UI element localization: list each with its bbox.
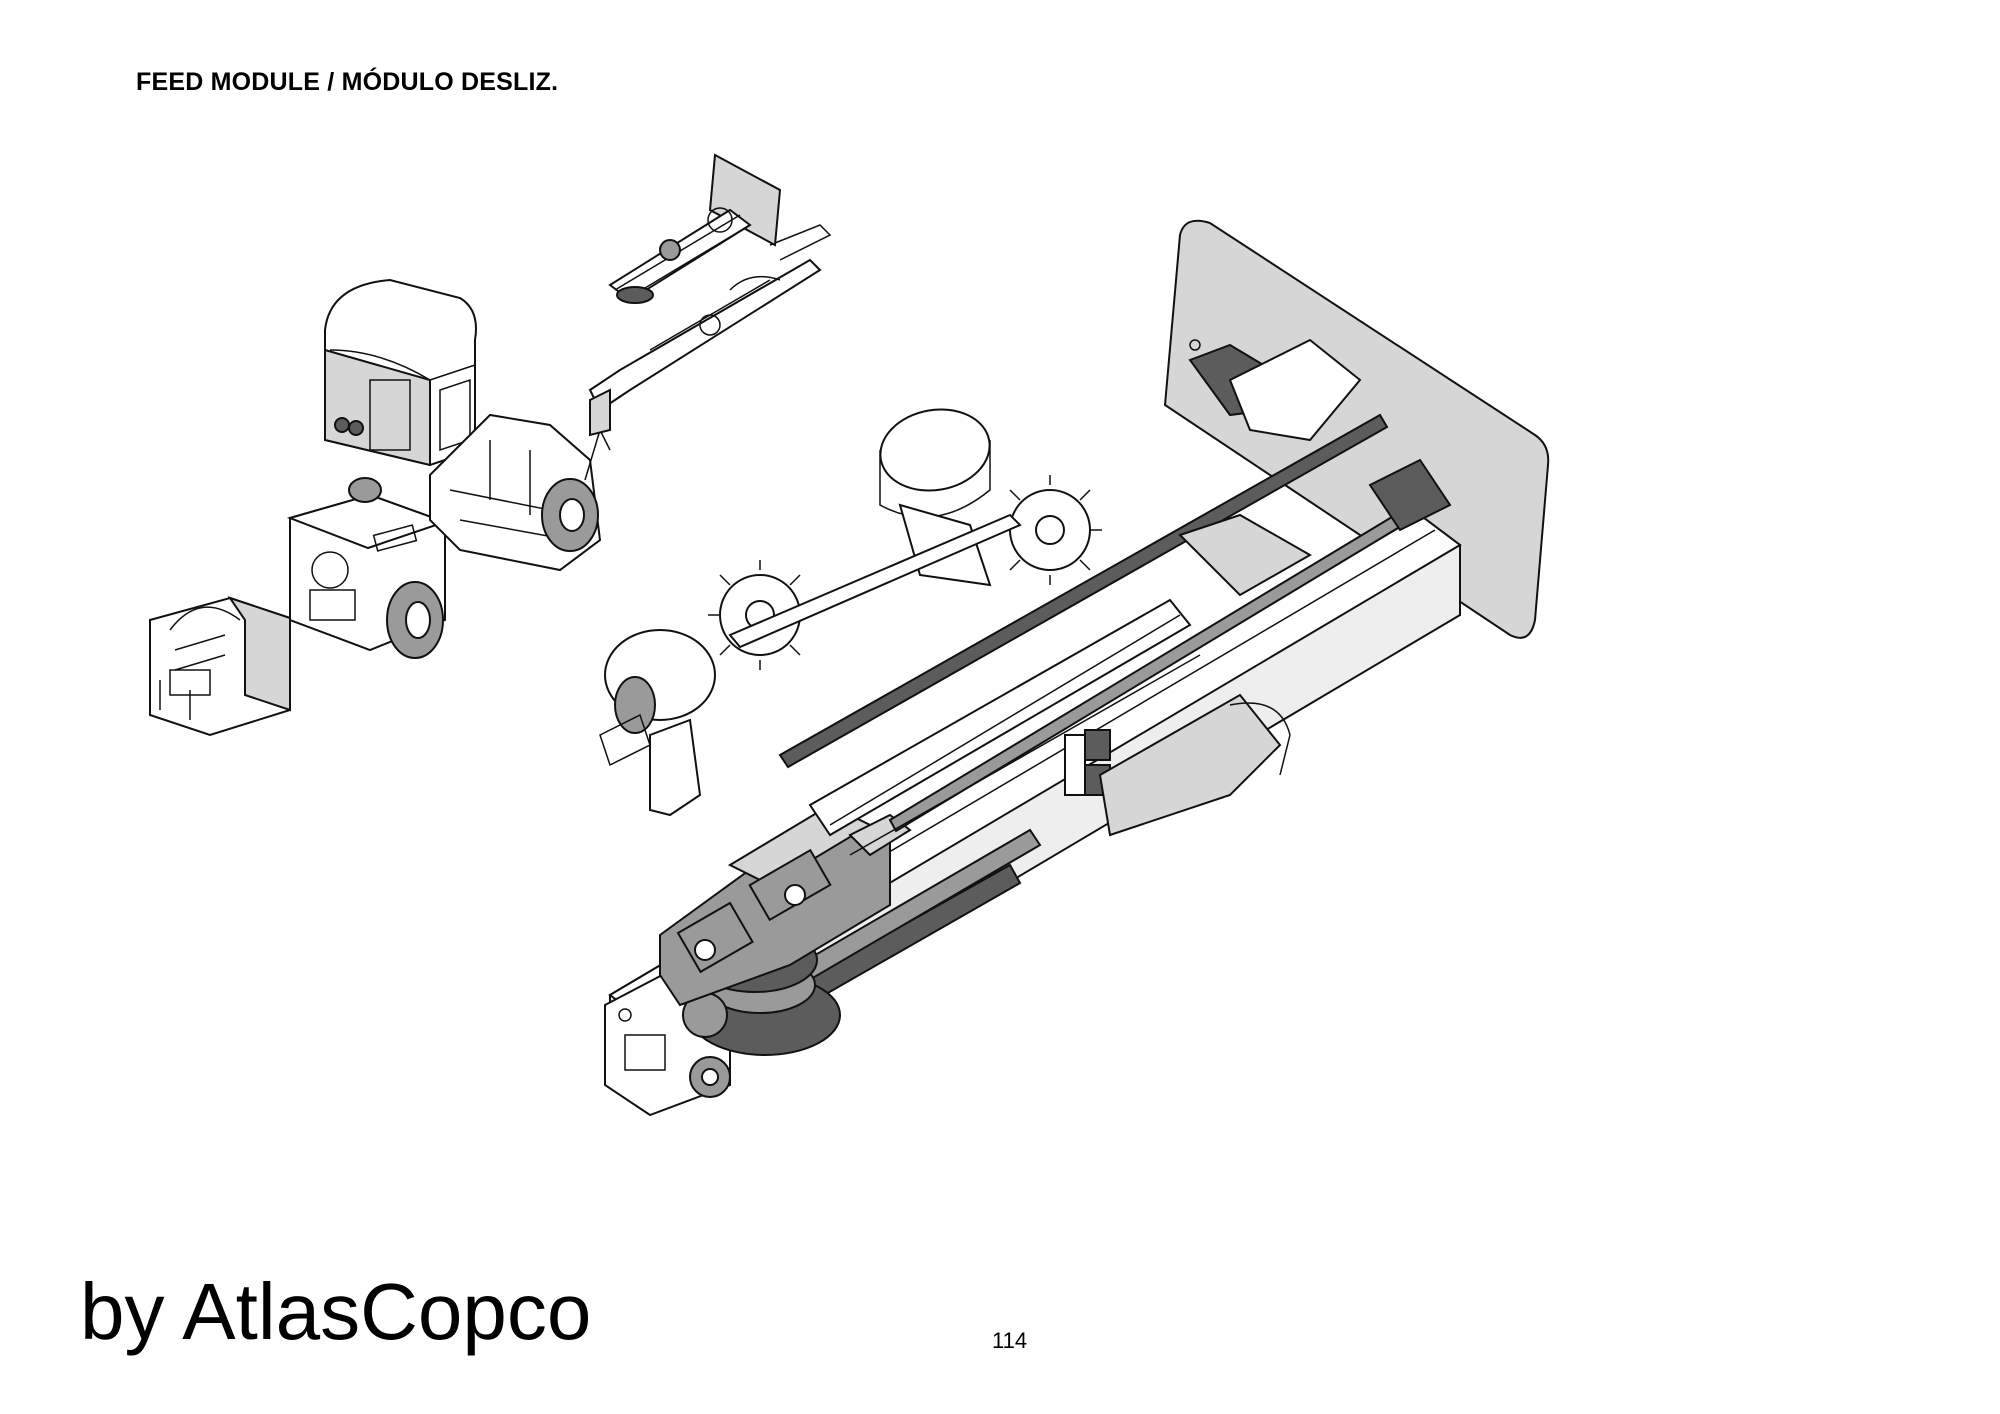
feed-module-illustration	[599, 219, 1550, 1117]
support-rails	[808, 598, 1201, 856]
valve-block	[1064, 729, 1111, 796]
boom-assembly	[588, 224, 832, 437]
page-number: 114	[992, 1328, 1028, 1353]
page-title: FEED MODULE / MÓDULO DESLIZ.	[136, 68, 559, 96]
feed-motor	[1178, 338, 1452, 597]
gear-wheel-rear	[998, 475, 1102, 585]
power-pack-module	[286, 477, 449, 659]
feed-module-mini	[608, 153, 782, 304]
operator-cabin	[324, 278, 477, 467]
carrier-chassis	[429, 413, 611, 572]
engine-module	[149, 596, 291, 737]
rig-overview-illustration	[149, 153, 832, 737]
rod-centralizer-front	[599, 629, 716, 817]
feed-support-bracket	[1098, 693, 1291, 837]
gear-shaft	[728, 513, 1022, 649]
brand-signature: by AtlasCopco	[80, 1267, 592, 1356]
